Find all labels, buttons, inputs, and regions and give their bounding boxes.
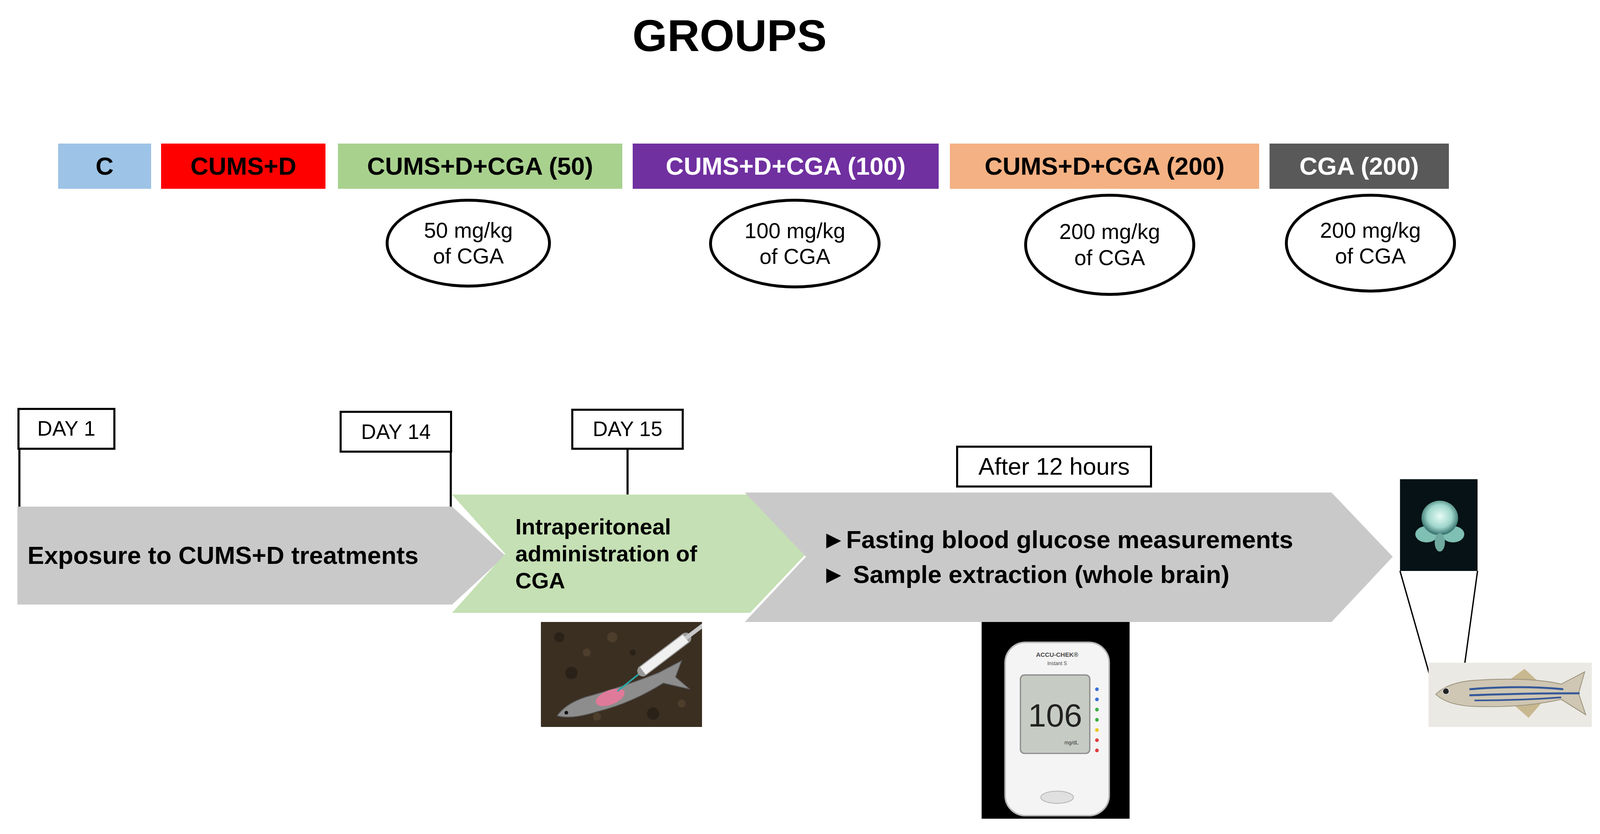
- group-label: C: [95, 151, 114, 182]
- texture-spot: [646, 707, 659, 720]
- group-label: CGA (200): [1299, 151, 1419, 182]
- timeline-tick: [626, 450, 629, 495]
- dorsal-fin: [1509, 669, 1537, 681]
- texture-spot: [554, 632, 565, 643]
- dose-ellipse: 50 mg/kg of CGA: [385, 198, 551, 288]
- timeline-tick: [18, 450, 21, 508]
- indicator-dot: [1095, 687, 1099, 692]
- indicator-dot: [1095, 738, 1099, 743]
- step-text: ► Sample extraction (whole brain): [821, 560, 1230, 590]
- meter-display: [1020, 675, 1090, 754]
- indicator-dot: [1095, 748, 1099, 753]
- meter-text: mg/dL: [1064, 740, 1079, 747]
- brain-stem: [1434, 533, 1446, 552]
- timeline-tick: [449, 452, 452, 507]
- fish-background: [1428, 662, 1592, 728]
- chevron-fill: [452, 494, 807, 614]
- syringe-barrel: [642, 638, 686, 672]
- day-label: DAY 14: [361, 419, 431, 445]
- fish-eye: [1442, 688, 1450, 695]
- indicator-dot: [1095, 708, 1099, 712]
- chevron-fill: [17, 506, 506, 605]
- group-bar: CGA (200): [1269, 143, 1450, 189]
- injection-site: [593, 685, 627, 711]
- dose-ellipse: 200 mg/kg of CGA: [1024, 193, 1196, 297]
- indicator-dot: [1095, 718, 1099, 722]
- meter-body: [1005, 642, 1110, 817]
- fish-eye: [564, 711, 569, 715]
- day-label: DAY 15: [592, 416, 663, 442]
- group-label: CUMS+D: [190, 151, 297, 182]
- texture-spot: [606, 632, 618, 643]
- chevron-fill: [744, 492, 1393, 623]
- syringe-plunger: [685, 623, 703, 639]
- meter-text: ACCU-CHEK®: [1035, 651, 1079, 659]
- group-bar: CUMS+D+CGA (50): [337, 143, 623, 189]
- texture-spot: [677, 699, 686, 709]
- dose-text: 50 mg/kg of CGA: [418, 217, 519, 270]
- meter-text: Instant S: [1047, 661, 1067, 668]
- injection-background: [540, 622, 703, 728]
- group-label: CUMS+D+CGA (200): [984, 151, 1225, 182]
- fish-body: [557, 660, 690, 718]
- step-text: ►Fasting blood glucose measurements: [821, 525, 1294, 556]
- meter-button: [1040, 791, 1074, 804]
- fish-stripe: [1474, 697, 1562, 701]
- day-label: After 12 hours: [978, 452, 1130, 482]
- day-label: DAY 1: [37, 416, 96, 442]
- brain-photo: [1399, 479, 1478, 572]
- dose-text: 200 mg/kg of CGA: [1313, 217, 1428, 270]
- texture-spot: [565, 667, 578, 680]
- indicator-dot: [1095, 728, 1099, 733]
- title: GROUPS: [632, 9, 827, 62]
- texture-spot: [582, 648, 591, 658]
- fish-stripe: [1469, 687, 1564, 690]
- group-bar: CUMS+D+CGA (200): [949, 143, 1260, 189]
- chevron-shape: [744, 492, 1393, 623]
- dose-text: 100 mg/kg of CGA: [737, 217, 852, 270]
- group-label: CUMS+D+CGA (50): [366, 151, 594, 182]
- brain-body: [1421, 500, 1459, 536]
- texture-spot: [629, 649, 637, 656]
- texture-spot: [592, 713, 602, 722]
- group-label: CUMS+D+CGA (100): [665, 151, 906, 182]
- group-bar: C: [58, 143, 152, 189]
- fish-stripe: [1469, 693, 1580, 696]
- dose-text: 200 mg/kg of CGA: [1052, 218, 1167, 271]
- day-box: DAY 14: [339, 411, 452, 453]
- meter-background: [981, 622, 1130, 820]
- dose-ellipse: 100 mg/kg of CGA: [709, 198, 881, 289]
- time-box: After 12 hours: [956, 445, 1153, 488]
- group-bar: CUMS+D: [161, 143, 326, 189]
- fish-body: [1435, 672, 1586, 715]
- timeline-step: Intraperitoneal administration of CGA: [452, 494, 807, 614]
- day-box: DAY 1: [17, 408, 116, 451]
- glucose-meter: [981, 622, 1130, 820]
- timeline-step: ►Fasting blood glucose measurements ► Sam…: [744, 492, 1393, 623]
- brain-background: [1399, 479, 1478, 572]
- dose-ellipse: 200 mg/kg of CGA: [1284, 193, 1457, 293]
- step-text: Exposure to CUMS+D treatments: [27, 540, 419, 571]
- syringe-barrel-outline: [642, 638, 686, 672]
- timeline-step: Exposure to CUMS+D treatments: [17, 506, 506, 605]
- group-bar: CUMS+D+CGA (100): [632, 143, 939, 189]
- injection-illustration: [540, 622, 703, 728]
- day-box: DAY 15: [571, 408, 684, 450]
- meter-text: 106: [1027, 697, 1082, 735]
- indicator-dot: [1095, 697, 1099, 702]
- step-text: Intraperitoneal administration of CGA: [515, 513, 752, 595]
- zebrafish-photo: [1428, 662, 1592, 728]
